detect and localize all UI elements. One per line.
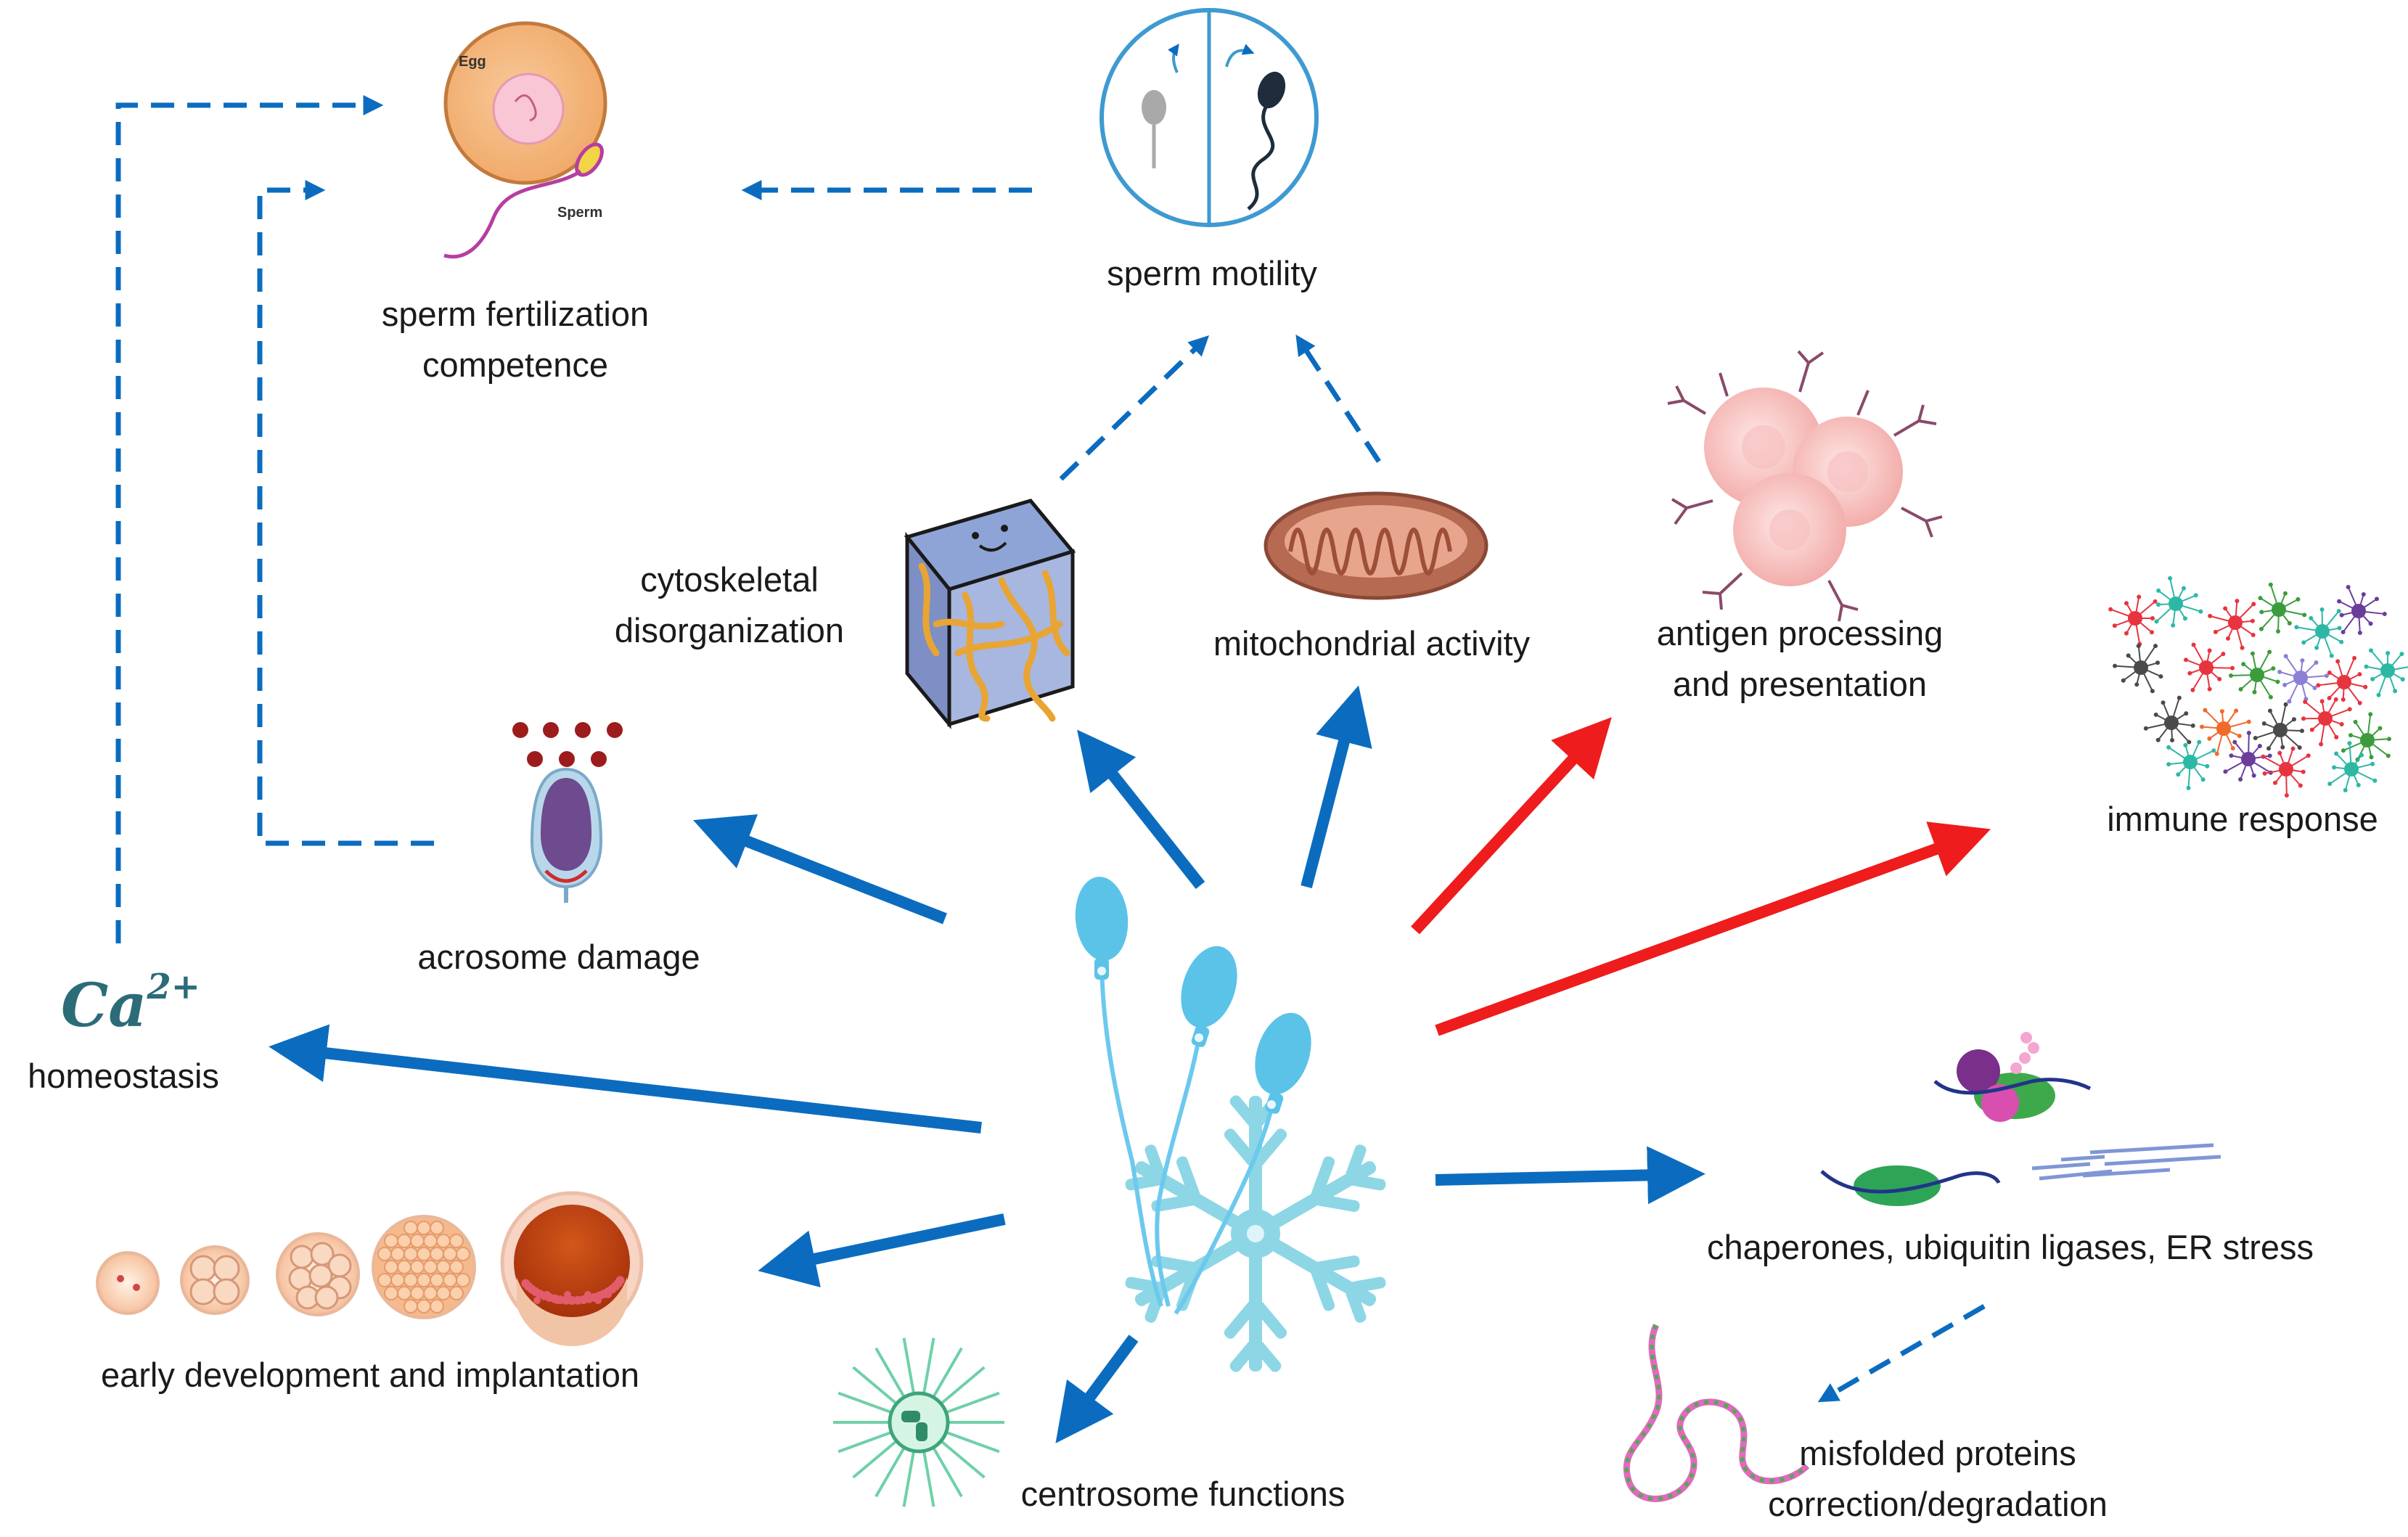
sperm-label: Sperm <box>557 205 603 221</box>
label-antigen: antigen processing and presentation <box>1618 608 1981 710</box>
antigen-presenting-cells-icon <box>1667 350 1943 622</box>
arrow-to-acrosome <box>693 814 947 925</box>
label-chaperones: chaperones, ubiquitin ligases, ER stress <box>1669 1222 2351 1273</box>
label-line: correction/degradation <box>1768 1485 2108 1523</box>
label-line: immune response <box>2107 800 2378 838</box>
calcium-symbol: Ca2+ <box>61 967 200 1041</box>
calcium-charge: 2+ <box>147 966 201 1007</box>
label-line: and presentation <box>1672 665 1928 703</box>
label-sperm-motility: sperm motility <box>1045 248 1379 299</box>
dashed-arrow-acrosome-to-fertilization <box>257 180 434 846</box>
immune-network-icon <box>2108 575 2408 798</box>
calcium-text: Ca <box>61 971 147 1041</box>
label-line: disorganization <box>614 611 845 649</box>
label-line: homeostasis <box>28 1057 219 1095</box>
label-homeostasis: homeostasis <box>7 1051 239 1102</box>
label-line: antigen processing <box>1656 614 1944 652</box>
label-line: centrosome functions <box>1020 1475 1346 1513</box>
label-misfolded: misfolded proteins correction/degradatio… <box>1727 1428 2148 1530</box>
egg-label: Egg <box>459 54 486 70</box>
arrow-to-antigen <box>1411 717 1612 935</box>
label-line: chaperones, ubiquitin ligases, ER stress <box>1707 1228 2314 1266</box>
mitochondrion-icon <box>1264 491 1488 600</box>
label-line: mitochondrial activity <box>1213 624 1531 663</box>
label-mitochondrial: mitochondrial activity <box>1176 618 1568 669</box>
label-early-development: early development and implantation <box>44 1350 697 1401</box>
sperm-motility-icon <box>1099 8 1319 227</box>
label-line: cytoskeletal <box>640 560 819 599</box>
dashed-arrow-cytoskeletal-to-motility <box>1059 335 1210 481</box>
label-centrosome: centrosome functions <box>980 1469 1386 1520</box>
label-line: acrosome damage <box>417 938 700 976</box>
label-cytoskeletal: cytoskeletal disorganization <box>573 554 885 656</box>
dashed-arrows <box>115 95 1986 1403</box>
dashed-arrow-calcium-to-fertilization <box>115 95 384 943</box>
label-line: early development and implantation <box>100 1356 640 1394</box>
protein-complex-icon <box>1820 1032 2221 1206</box>
embryo-stages-icon <box>96 1191 644 1347</box>
label-line: competence <box>422 345 609 384</box>
label-line: sperm motility <box>1107 254 1317 292</box>
cytoskeleton-icon <box>904 499 1076 729</box>
acrosome-icon <box>512 722 623 903</box>
label-line: sperm fertilization <box>381 295 650 333</box>
solid-arrows <box>269 685 1991 1443</box>
arrow-to-centrosome <box>1055 1335 1139 1443</box>
arrow-to-chaperones <box>1435 1146 1705 1205</box>
dashed-arrow-mitochondrial-to-motility <box>1295 334 1381 463</box>
arrow-to-early-development <box>758 1213 1006 1288</box>
cryopreserved-sperm-icon <box>1075 877 1311 1315</box>
egg-sperm-icon <box>443 21 607 259</box>
centrosome-icon <box>833 1337 1004 1507</box>
label-line: misfolded proteins <box>1799 1434 2076 1472</box>
label-sperm-fertilization: sperm fertilization competence <box>334 289 697 390</box>
arrow-to-mitochondrial <box>1301 685 1372 889</box>
arrow-to-cytoskeletal <box>1077 729 1205 889</box>
dashed-arrow-chaperones-to-misfolded <box>1817 1303 1986 1403</box>
label-acrosome: acrosome damage <box>377 932 740 983</box>
label-immune: immune response <box>2083 794 2402 845</box>
misfolded-protein-icon <box>1623 1324 1810 1502</box>
arrow-to-homeostasis <box>269 1024 982 1134</box>
arrow-to-immune <box>1435 821 1991 1036</box>
